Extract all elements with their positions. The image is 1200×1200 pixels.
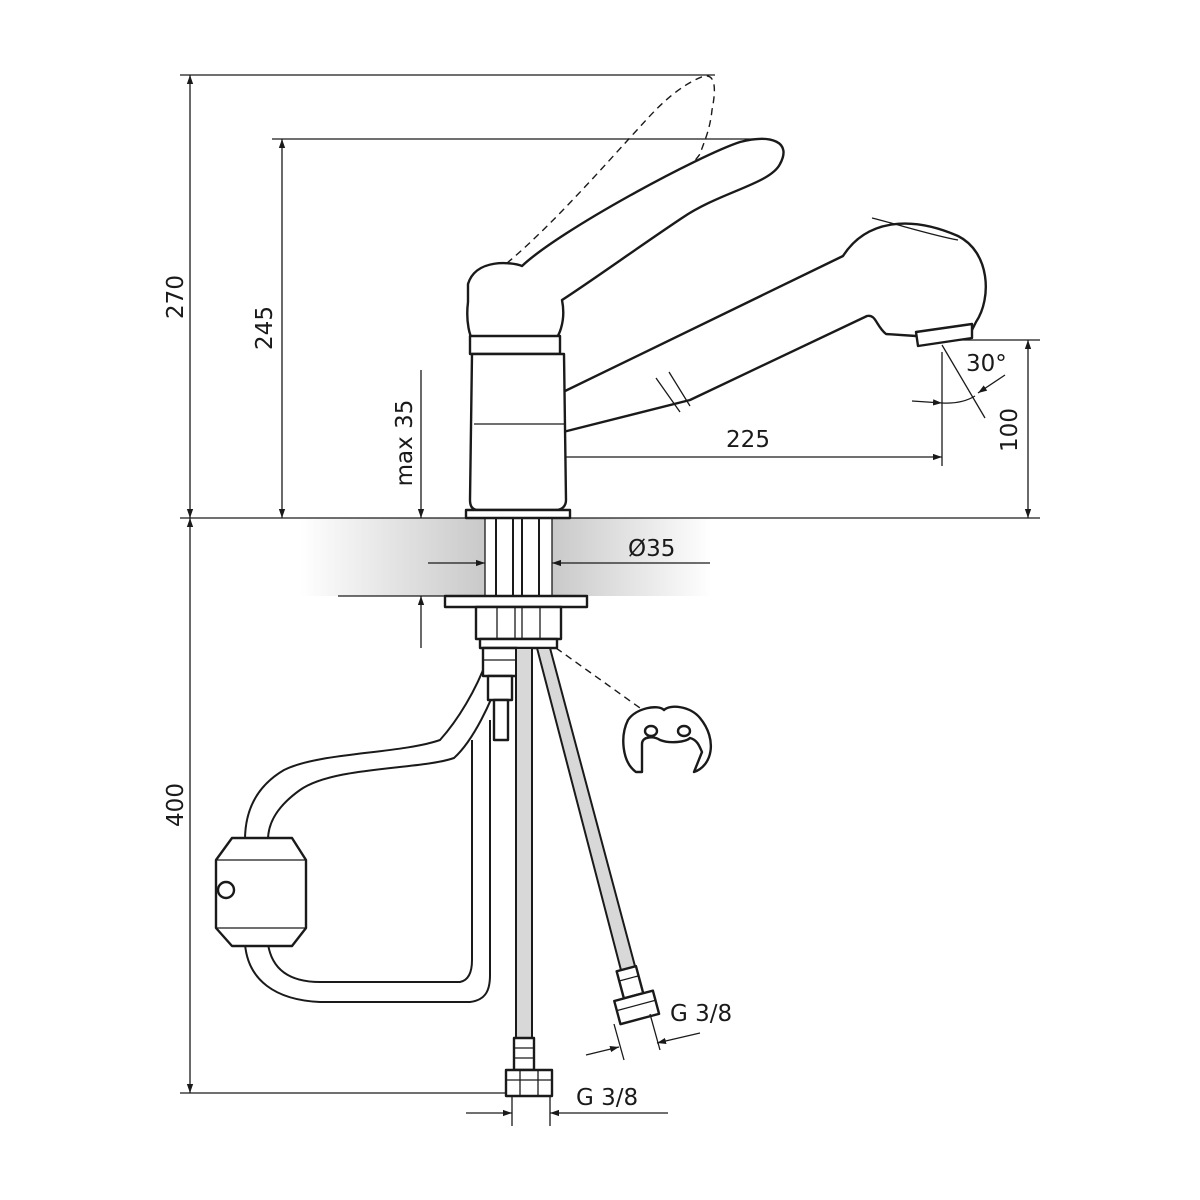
dim-thread-right-label: G 3/8 (670, 1001, 732, 1027)
faucet-spout (561, 217, 987, 434)
dim-thread-left: G 3/8 (466, 1085, 668, 1126)
dim-outlet-height-label: 100 (997, 408, 1023, 452)
dim-lever-height-label: 245 (252, 306, 278, 350)
dim-spray-angle-label: 30° (966, 351, 1007, 377)
pull-out-hose (214, 659, 501, 1003)
dim-hose-length-label: 400 (163, 783, 189, 827)
hose-right (535, 647, 661, 1026)
dim-thread-right: G 3/8 (585, 1001, 732, 1061)
dim-spout-reach-label: 225 (726, 427, 770, 453)
countertop-section (180, 517, 1040, 597)
dim-hose-length: 400 (163, 518, 512, 1094)
dim-hole-diameter: Ø35 (428, 518, 710, 596)
dim-max-deck-thickness: max 35 (392, 370, 425, 648)
dim-spout-reach: 225 (519, 352, 943, 466)
dim-max-deck-thickness-label: max 35 (392, 400, 418, 487)
dim-total-height: 270 (163, 74, 715, 518)
dim-hole-diameter-label: Ø35 (628, 536, 675, 562)
retaining-clip-detail (555, 647, 713, 774)
mounting-hardware (443, 518, 589, 650)
dim-outlet-height: 100 (918, 339, 1040, 518)
dim-spray-angle: 30° (911, 344, 1007, 419)
hose-left (481, 646, 554, 1098)
dim-lever-height: 245 (252, 138, 760, 518)
faucet-body (464, 137, 785, 520)
dim-thread-left-label: G 3/8 (576, 1085, 638, 1111)
dim-total-height-label: 270 (163, 275, 189, 319)
